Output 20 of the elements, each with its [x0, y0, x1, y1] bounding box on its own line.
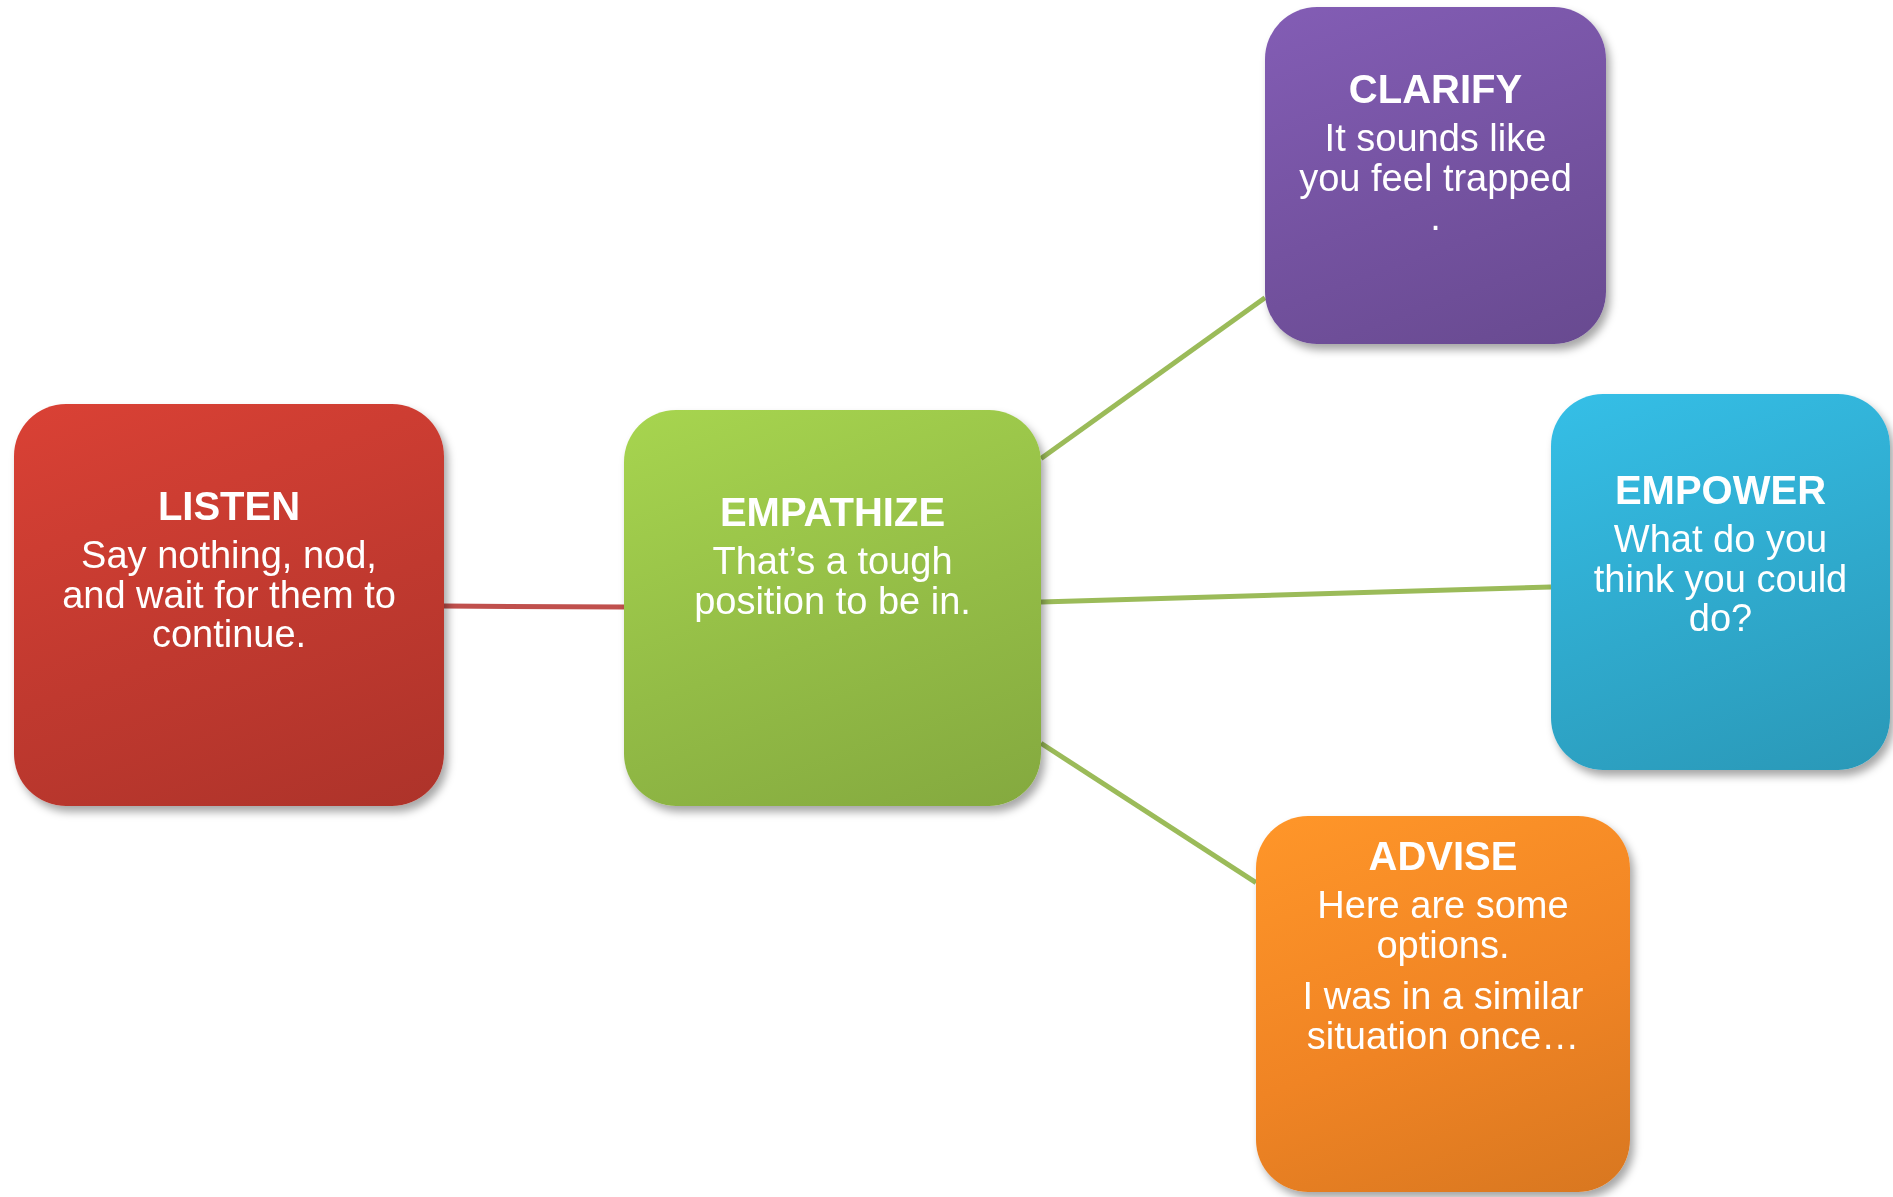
rounded-box: [1256, 816, 1630, 1192]
box-heading: LISTEN: [157, 484, 301, 528]
box-text: Here are some options.: [1316, 886, 1570, 966]
box-text: It sounds like you feel trapped .: [1298, 119, 1573, 238]
rounded-box: [1265, 7, 1606, 344]
rounded-box: [624, 410, 1041, 806]
connector-line: [1039, 741, 1258, 885]
box-heading: EMPOWER: [1614, 468, 1827, 512]
box-text: I was in a similar situation once…: [1301, 977, 1585, 1057]
rounded-box: [14, 404, 444, 806]
connector-line: [444, 603, 624, 610]
connector-line: [1039, 295, 1267, 461]
rounded-box: [1551, 394, 1890, 770]
box-heading: ADVISE: [1368, 834, 1518, 878]
connector-line: [1040, 584, 1552, 605]
box-heading: CLARIFY: [1348, 67, 1523, 111]
box-text: That’s a tough position to be in.: [693, 542, 972, 622]
box-heading: EMPATHIZE: [719, 490, 946, 534]
box-text: Say nothing, nod, and wait for them to continue.: [61, 536, 397, 655]
box-text: What do you think you could do?: [1592, 520, 1849, 639]
